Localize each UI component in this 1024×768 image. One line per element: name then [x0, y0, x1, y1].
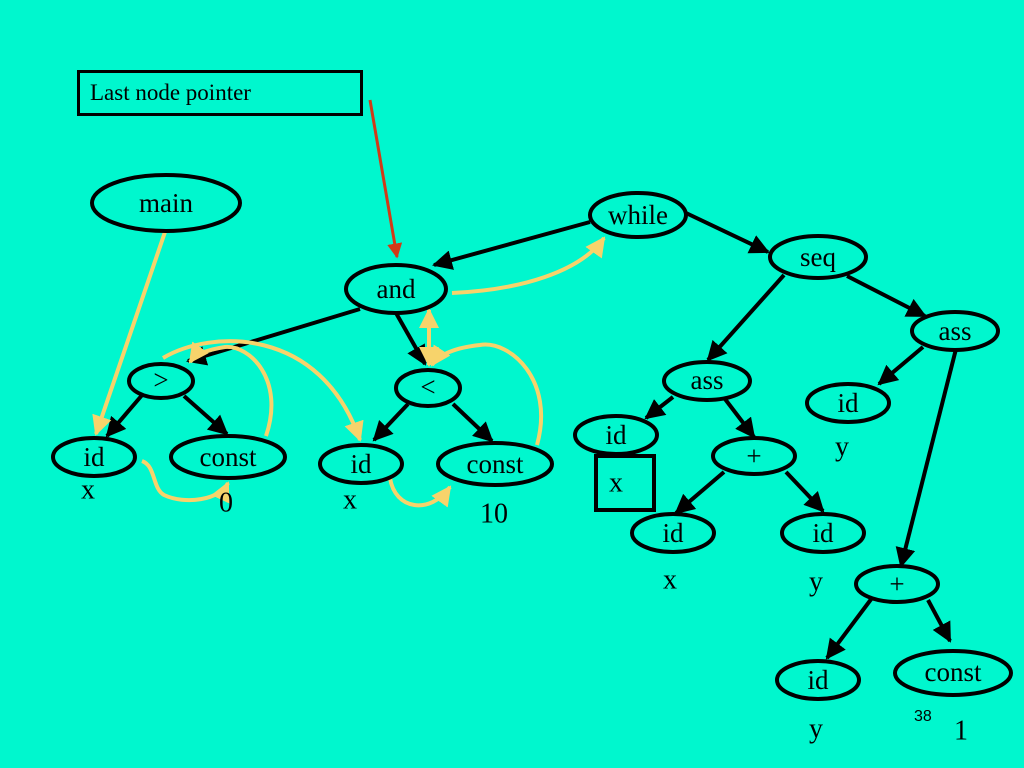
- node-while: [588, 191, 688, 239]
- value-one: 1: [954, 716, 968, 747]
- node-main-label: main: [139, 188, 193, 218]
- edge-while-and: [432, 220, 591, 270]
- edge-gt-const: [182, 394, 229, 436]
- node-ass-right: [910, 310, 1000, 352]
- node-gt: [127, 362, 195, 400]
- value-zero: 0: [219, 488, 233, 519]
- node-lt: [394, 368, 462, 408]
- value-x1: x: [81, 475, 95, 506]
- node-id2-label: id: [350, 449, 372, 479]
- edge-ass-right-id: [877, 345, 925, 386]
- value-x-box: x: [609, 468, 623, 499]
- edge-ass-mid-id: [644, 395, 675, 420]
- thread-const-gt: [188, 341, 274, 437]
- edge-plus1-id4: [674, 470, 726, 515]
- node-plus1: [711, 436, 797, 476]
- node-const3: [893, 649, 1013, 697]
- node-ass-mid-label: ass: [691, 365, 724, 395]
- node-lt-label: <: [420, 372, 435, 402]
- node-id5-label: id: [812, 518, 834, 548]
- edge-seq-ass-mid: [706, 273, 786, 362]
- node-id4-label: id: [662, 518, 684, 548]
- page-number: 38: [914, 708, 932, 725]
- node-const1: [169, 434, 287, 480]
- node-const3-label: const: [925, 657, 982, 687]
- thread-id-const: [141, 459, 230, 504]
- edge-lt-const: [451, 402, 494, 443]
- value-y-right: y: [835, 432, 849, 463]
- node-while-label: while: [608, 200, 668, 230]
- node-id-right: [805, 382, 891, 424]
- edge-ass-mid-plus: [723, 397, 756, 439]
- thread-gt-id2: [161, 339, 364, 442]
- thread-const2-lt: [430, 342, 544, 446]
- node-const2: [436, 441, 554, 487]
- node-ass-mid: [662, 360, 752, 402]
- node-id6: [775, 659, 861, 701]
- node-and-label: and: [377, 274, 416, 304]
- edge-gt-id: [105, 392, 145, 438]
- value-y-bottom: y: [809, 714, 823, 745]
- node-plus1-label: +: [746, 441, 761, 471]
- node-plus2: [854, 564, 940, 604]
- thread-links: [92, 231, 606, 508]
- node-const1-label: const: [200, 442, 257, 472]
- value-x3: x: [663, 565, 677, 596]
- edge-and-gt: [186, 307, 361, 366]
- node-id5: [780, 512, 866, 554]
- node-plus2-label: +: [889, 569, 904, 599]
- edge-lt-id: [372, 402, 410, 442]
- edge-while-seq: [685, 211, 770, 254]
- edge-plus2-const3: [926, 599, 952, 643]
- edge-and-lt: [394, 312, 427, 366]
- node-id1-label: id: [83, 442, 105, 472]
- node-and: [344, 263, 448, 315]
- thread-main-id: [92, 231, 167, 436]
- node-id-right-label: id: [837, 388, 859, 418]
- edge-seq-ass-right: [846, 274, 927, 318]
- thread-id2-const2: [388, 477, 452, 508]
- node-seq-label: seq: [800, 242, 836, 272]
- value-ten: 10: [480, 499, 508, 530]
- last-node-pointer-arrow: [368, 99, 403, 259]
- last-node-pointer-box: Last node pointer: [77, 70, 363, 116]
- node-main: [90, 173, 242, 233]
- node-seq: [768, 234, 868, 280]
- node-const2-label: const: [467, 449, 524, 479]
- node-ass-right-label: ass: [939, 316, 972, 346]
- value-x2: x: [343, 485, 357, 516]
- node-id4: [630, 512, 716, 554]
- x-box: [594, 454, 656, 512]
- node-gt-label: >: [153, 365, 168, 395]
- thread-and-while: [451, 236, 606, 295]
- node-id2: [318, 443, 404, 485]
- node-id3-label: id: [605, 420, 627, 450]
- value-y-mid: y: [809, 567, 823, 598]
- node-id1: [51, 436, 137, 478]
- edge-plus1-id5: [784, 470, 825, 513]
- edge-plus2-id6: [825, 596, 874, 660]
- node-id6-label: id: [807, 665, 829, 695]
- last-node-pointer-label: Last node pointer: [90, 80, 251, 105]
- edge-ass-right-plus2: [895, 348, 958, 568]
